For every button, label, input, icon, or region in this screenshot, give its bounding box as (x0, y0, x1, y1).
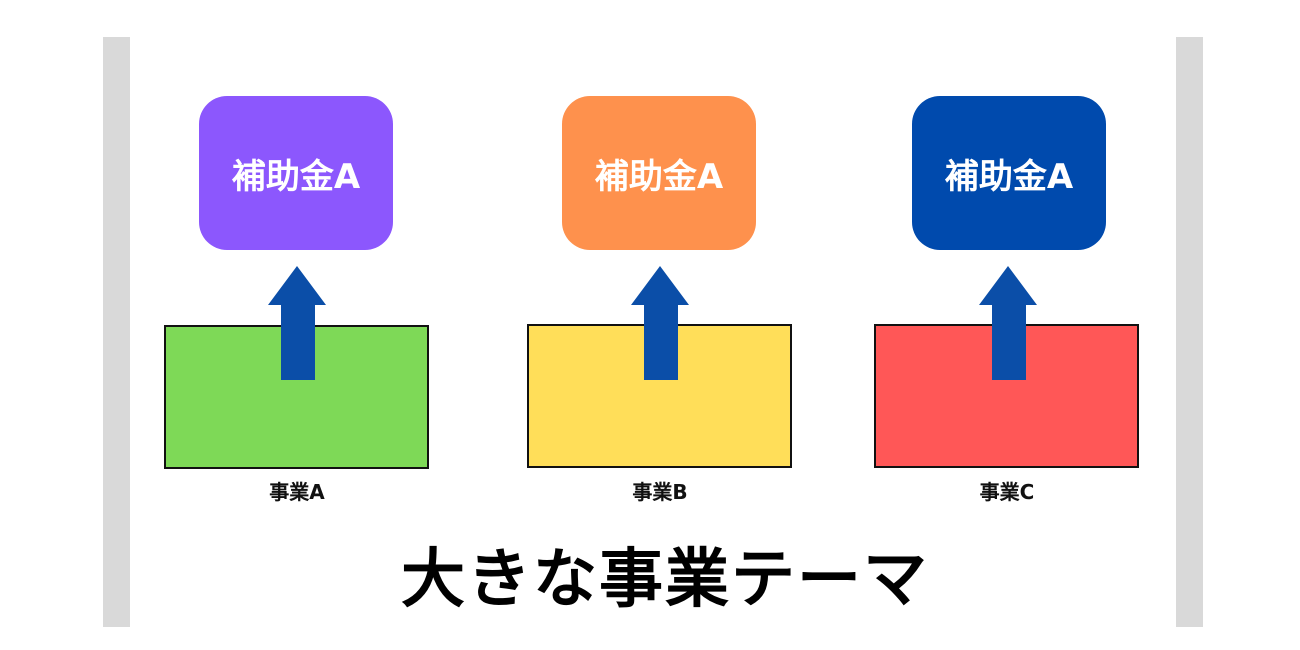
subsidy-box-2: 補助金A (562, 96, 756, 250)
up-arrow-icon (631, 266, 689, 380)
business-label-c: 事業C (979, 480, 1035, 504)
left-border-bar (103, 37, 130, 627)
up-arrow-icon (268, 266, 326, 380)
business-label-a: 事業A (269, 480, 325, 504)
subsidy-box-3: 補助金A (912, 96, 1106, 250)
business-label-b: 事業B (632, 480, 688, 504)
right-border-bar (1176, 37, 1203, 627)
subsidy-box-1: 補助金A (199, 96, 393, 250)
up-arrow-icon (979, 266, 1037, 380)
main-theme-title: 大きな事業テーマ (401, 543, 929, 617)
